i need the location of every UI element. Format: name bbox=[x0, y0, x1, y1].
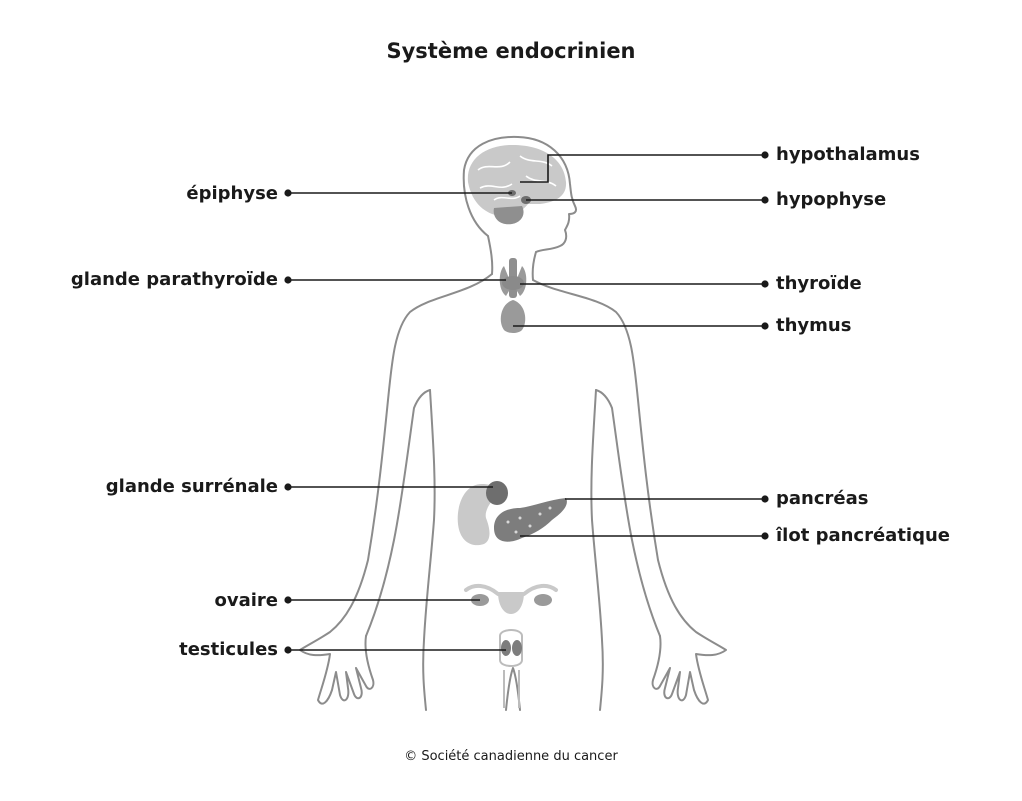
leader-surrenale bbox=[284, 483, 493, 491]
leader-epiphyse bbox=[284, 189, 512, 197]
leader-pancreas bbox=[565, 495, 769, 503]
testes bbox=[499, 629, 523, 708]
leader-testicules bbox=[284, 646, 506, 654]
body-silhouette bbox=[299, 135, 727, 711]
thymus-gland bbox=[500, 300, 526, 333]
label-testicules: testicules bbox=[179, 639, 278, 660]
diagram-title: Système endocrinien bbox=[386, 39, 635, 63]
leader-hypophyse bbox=[526, 196, 769, 204]
label-surrenale: glande surrénale bbox=[106, 476, 278, 497]
label-pancreas: pancréas bbox=[776, 488, 868, 509]
label-thyroide: thyroïde bbox=[776, 273, 862, 294]
leader-hypothalamus bbox=[520, 151, 769, 183]
leader-thyroide bbox=[520, 280, 769, 288]
label-ovaire: ovaire bbox=[214, 590, 278, 611]
leader-ovaire bbox=[284, 596, 480, 604]
brain bbox=[467, 144, 567, 225]
label-hypophyse: hypophyse bbox=[776, 189, 886, 210]
leader-ilot bbox=[520, 532, 769, 540]
copyright-notice: © Société canadienne du cancer bbox=[404, 749, 618, 764]
label-thymus: thymus bbox=[776, 315, 851, 336]
leader-parathyroide bbox=[284, 276, 506, 284]
label-ilot: îlot pancréatique bbox=[775, 525, 950, 546]
thyroid-gland bbox=[499, 258, 527, 298]
pancreas bbox=[494, 498, 567, 542]
label-hypothalamus: hypothalamus bbox=[776, 144, 920, 165]
label-parathyroide: glande parathyroïde bbox=[71, 269, 278, 290]
uterus-and-ovaries bbox=[464, 583, 558, 614]
leader-thymus bbox=[513, 322, 769, 330]
adrenal-gland bbox=[486, 481, 508, 505]
label-epiphyse: épiphyse bbox=[186, 183, 278, 204]
